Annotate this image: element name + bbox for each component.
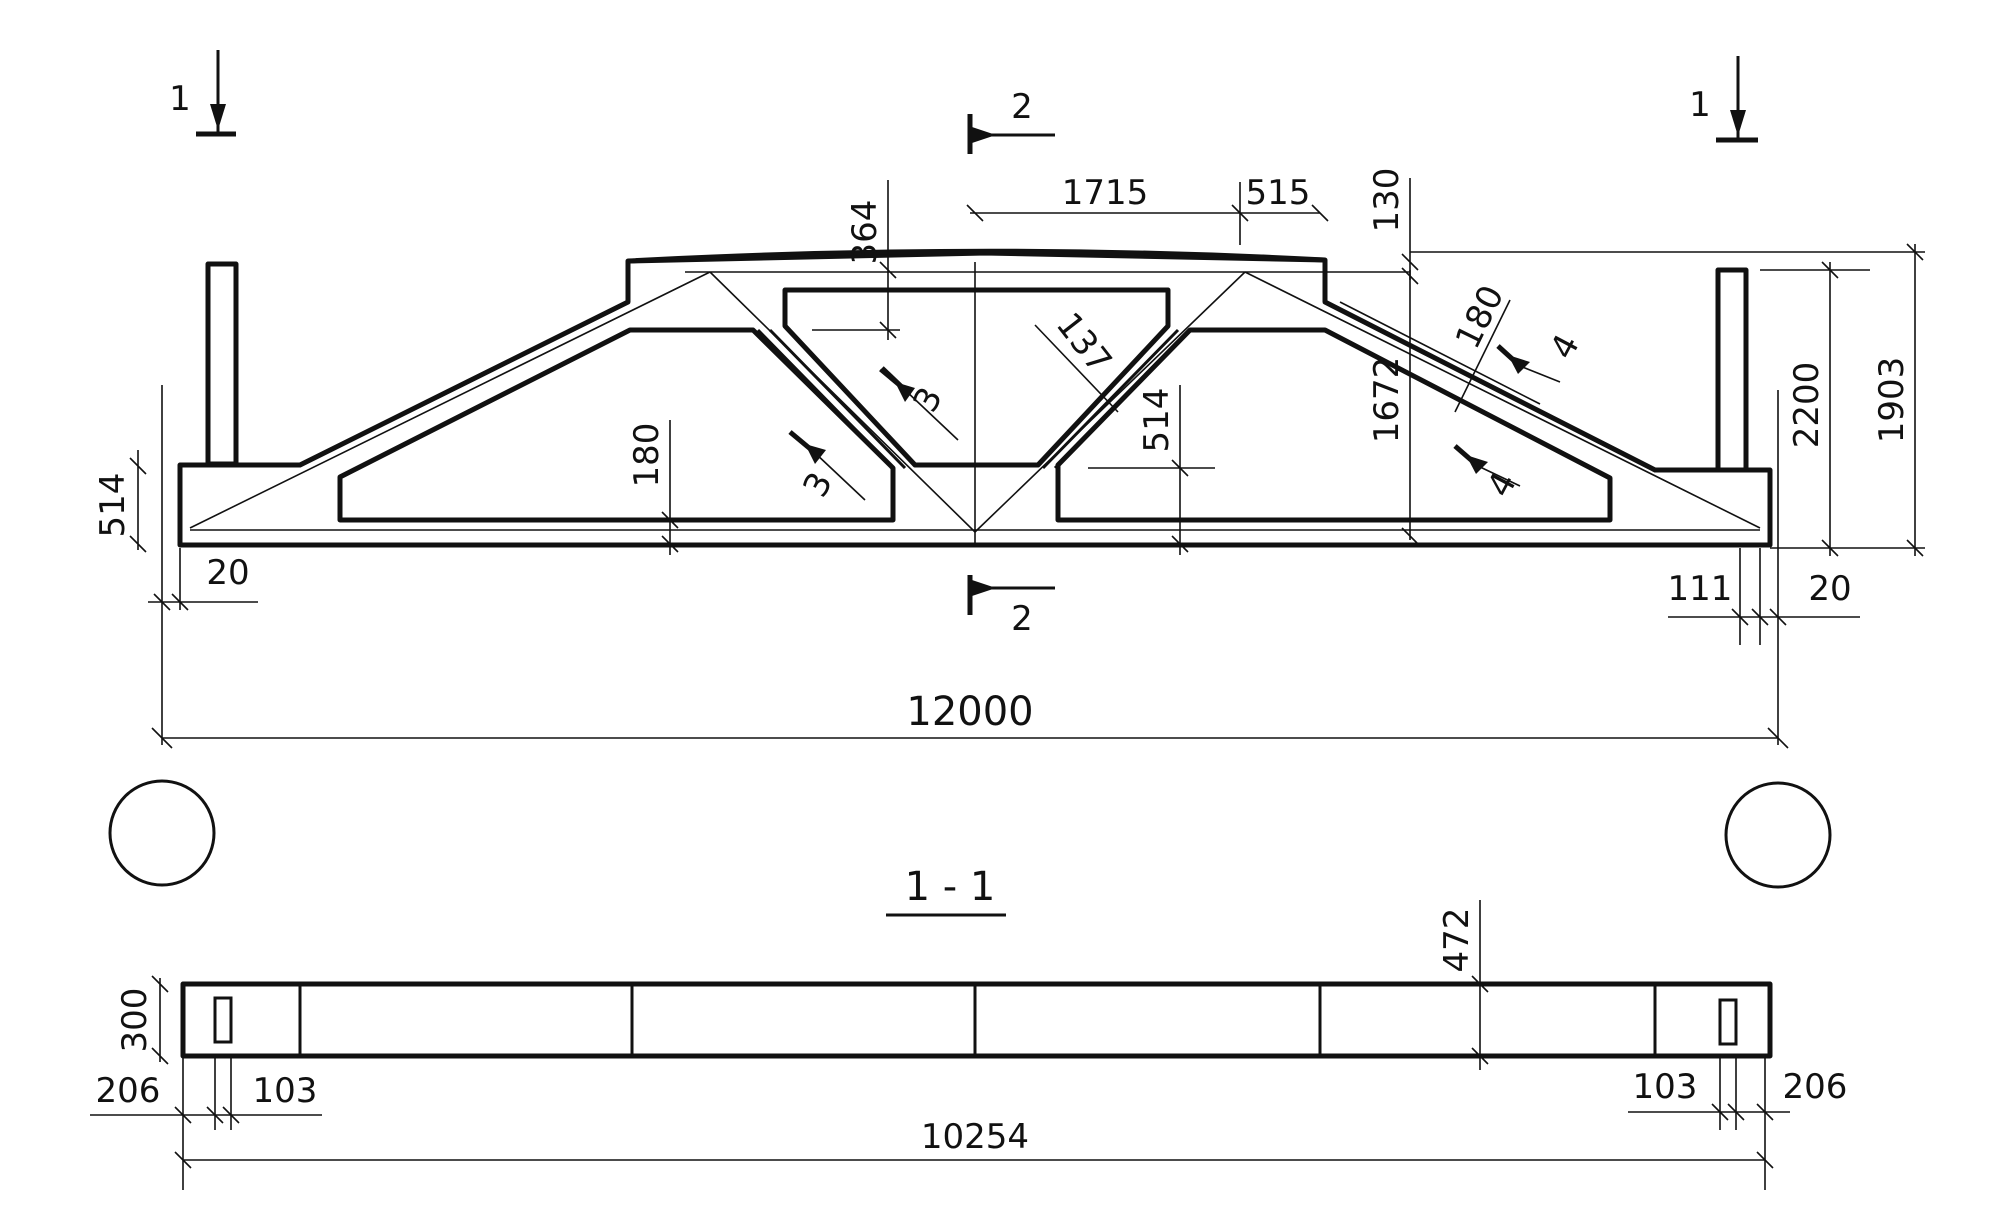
dim-1672: 1672 [1367,357,1407,444]
dim-103-left: 103 [253,1071,318,1111]
section-title: 1 - 1 [905,864,996,910]
left-slot [213,996,233,1044]
dim-515: 515 [1246,173,1311,213]
dim-1715: 1715 [1062,173,1149,213]
dim-12000: 12000 [906,689,1033,735]
dim-364: 364 [845,200,885,265]
section-mark-4-lower: 4 [1480,466,1525,504]
section-mark-1-left: 1 [169,79,191,119]
central-top-opening [782,287,1171,468]
dim-20-right: 20 [1808,569,1851,609]
dim-180-right: 180 [1448,279,1512,355]
dim-514-left: 514 [93,473,133,538]
dim-180-left: 180 [627,423,667,488]
top-chord [627,248,1326,264]
right-slot [1718,998,1738,1046]
section-marks: 1 1 2 2 3 3 4 4 [169,50,1758,639]
left-post [205,261,239,467]
dim-130: 130 [1367,168,1407,233]
truss-outer-contour [177,250,1773,548]
dim-1903: 1903 [1872,357,1912,444]
axis-lines [189,262,1761,545]
section-mark-2-top: 2 [1011,87,1033,127]
dim-111: 111 [1668,569,1733,609]
axis-bubble-right [1724,781,1832,889]
section-mark-4-upper: 4 [1543,328,1588,366]
axis-bubble-left [108,779,216,887]
dim-300: 300 [115,988,155,1053]
dim-137: 137 [1048,305,1119,381]
dim-10254: 10254 [921,1117,1029,1157]
dim-2200: 2200 [1787,362,1827,449]
section-mark-3-upper: 3 [906,381,951,419]
section-1-1: 1 - 1 472 300 206 103 [90,864,1847,1190]
truss-elevation [177,248,1773,548]
dim-206-right: 206 [1783,1067,1848,1107]
dim-514-center: 514 [1137,388,1177,453]
dim-20-left: 20 [206,553,249,593]
dim-103-right: 103 [1633,1067,1698,1107]
dim-206-left: 206 [96,1071,161,1111]
section-mark-2-bottom: 2 [1011,599,1033,639]
dim-472: 472 [1437,908,1477,973]
right-post [1715,267,1749,473]
section-mark-1-right: 1 [1689,85,1711,125]
